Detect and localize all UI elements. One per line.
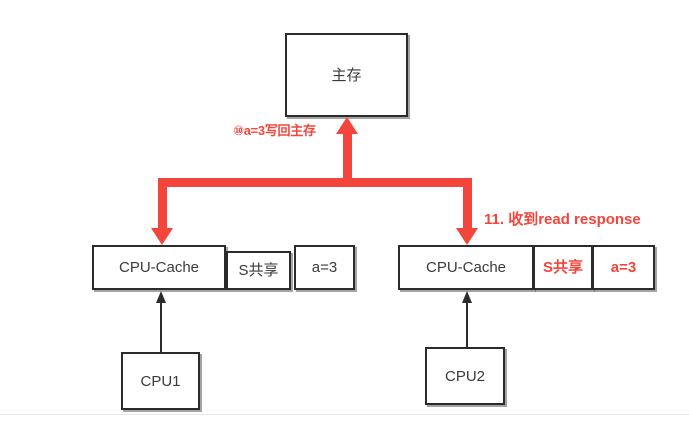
arrow-up-icon-to-memory xyxy=(336,117,358,134)
arrow-up-icon-right-cpu xyxy=(462,291,472,303)
left-cache-state-box: S共享 xyxy=(226,251,291,290)
right-cache-value-label: a=3 xyxy=(610,259,637,276)
right-cache-state-box: S共享 xyxy=(533,245,593,290)
annotation-read-response: 11. 收到read response xyxy=(484,211,641,228)
arrow-up-icon-left-cpu xyxy=(156,291,166,303)
left-cpu-link-line xyxy=(160,300,162,352)
cpu2-box: CPU2 xyxy=(425,347,505,405)
left-cache-box: CPU-Cache xyxy=(92,245,226,290)
left-cache-label: CPU-Cache xyxy=(118,259,200,276)
footer-divider xyxy=(0,414,689,415)
right-cache-state-label: S共享 xyxy=(542,259,583,276)
bus-spine-horizontal xyxy=(158,178,472,187)
left-cache-value-label: a=3 xyxy=(311,259,338,276)
bus-branch-right xyxy=(463,178,472,228)
cpu2-label: CPU2 xyxy=(444,367,485,385)
right-cache-value-box: a=3 xyxy=(592,245,655,290)
right-cache-label: CPU-Cache xyxy=(425,259,507,276)
arrow-down-icon-left-cache xyxy=(151,228,173,245)
cpu1-box: CPU1 xyxy=(121,352,200,410)
right-cpu-link-line xyxy=(466,300,468,347)
bus-branch-left xyxy=(158,178,167,228)
main-memory-label: 主存 xyxy=(331,66,362,84)
main-memory-box: 主存 xyxy=(285,33,408,117)
arrow-down-icon-right-cache xyxy=(456,228,478,245)
cpu1-label: CPU1 xyxy=(140,372,181,390)
bus-stem-up xyxy=(343,133,352,183)
left-cache-value-box: a=3 xyxy=(294,245,355,290)
annotation-writeback: ⑩a=3写回主存 xyxy=(233,123,316,138)
left-cache-state-label: S共享 xyxy=(238,262,279,279)
right-cache-box: CPU-Cache xyxy=(398,245,534,290)
